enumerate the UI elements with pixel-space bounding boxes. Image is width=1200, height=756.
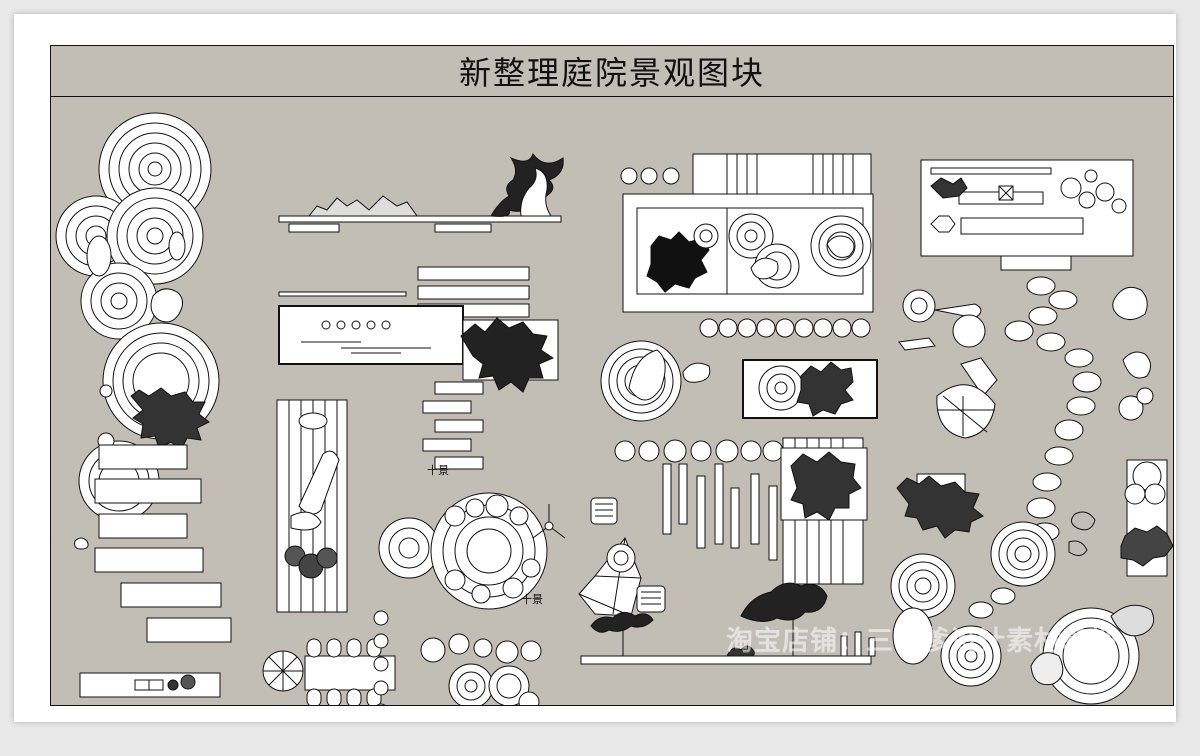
round-tables-cluster — [420, 633, 542, 705]
title-bar: 新整理庭院景观图块 — [51, 46, 1173, 97]
courtyard-label: 十景 — [427, 464, 449, 477]
bench-garden-with-tree — [614, 437, 868, 585]
round-pavers-row — [699, 318, 871, 338]
drawing-sheet: 新整理庭院景观图块 — [14, 14, 1176, 722]
watermark: 淘宝店铺：三老爹设计素材基地 — [726, 626, 1118, 657]
stepping-slabs-left — [74, 444, 232, 698]
drawing-frame: 新整理庭院景观图块 — [50, 45, 1174, 706]
tree-elevation-bottom — [580, 582, 876, 665]
bench-slats-top — [692, 153, 872, 197]
circular-gravel-courtyard — [378, 492, 548, 610]
dry-garden-round — [600, 340, 711, 422]
raked-circles-right — [890, 521, 1155, 705]
framed-courtyard-with-tree — [742, 359, 878, 419]
zen-garden-plan — [622, 193, 874, 313]
pond-rectangle-with-pine — [278, 305, 559, 470]
dining-set-plan — [262, 610, 396, 705]
tables-label: 十景 — [521, 593, 543, 606]
landscape-blocks-canvas — [55, 112, 1173, 705]
stepping-discs-row-top — [620, 167, 680, 185]
umbrella-and-chairs — [532, 497, 666, 617]
rockery-pine-elevation — [278, 152, 564, 233]
tree-bench-plan — [896, 473, 984, 539]
planter-column-right — [1068, 286, 1173, 577]
gazebo-and-umbrella — [898, 289, 998, 439]
timber-deck-with-boulders — [276, 399, 348, 613]
terrace-plan-top-right — [920, 159, 1134, 271]
drawing-title: 新整理庭院景观图块 — [458, 54, 765, 92]
